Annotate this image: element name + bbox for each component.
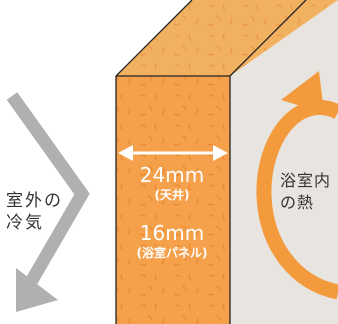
thickness-dimension-arrow <box>118 145 228 161</box>
outside-cold-air-label-line1: 室外の <box>6 191 63 211</box>
block-edges <box>115 0 307 324</box>
bathroom-heat-label-line2: の熱 <box>280 193 315 212</box>
panel-thickness-value: 16mm <box>139 221 205 245</box>
outside-cold-air-label-line2: 冷気 <box>6 213 44 233</box>
cold-air-arrow-icon <box>6 92 90 312</box>
panel-thickness-note: (浴室パネル) <box>136 246 208 260</box>
bathroom-heat-label-line1: 浴室内 <box>280 171 332 190</box>
ceiling-thickness-note: (天井) <box>154 188 190 202</box>
heat-arrow-icon <box>256 71 338 300</box>
ceiling-thickness-value: 24mm <box>139 163 205 187</box>
